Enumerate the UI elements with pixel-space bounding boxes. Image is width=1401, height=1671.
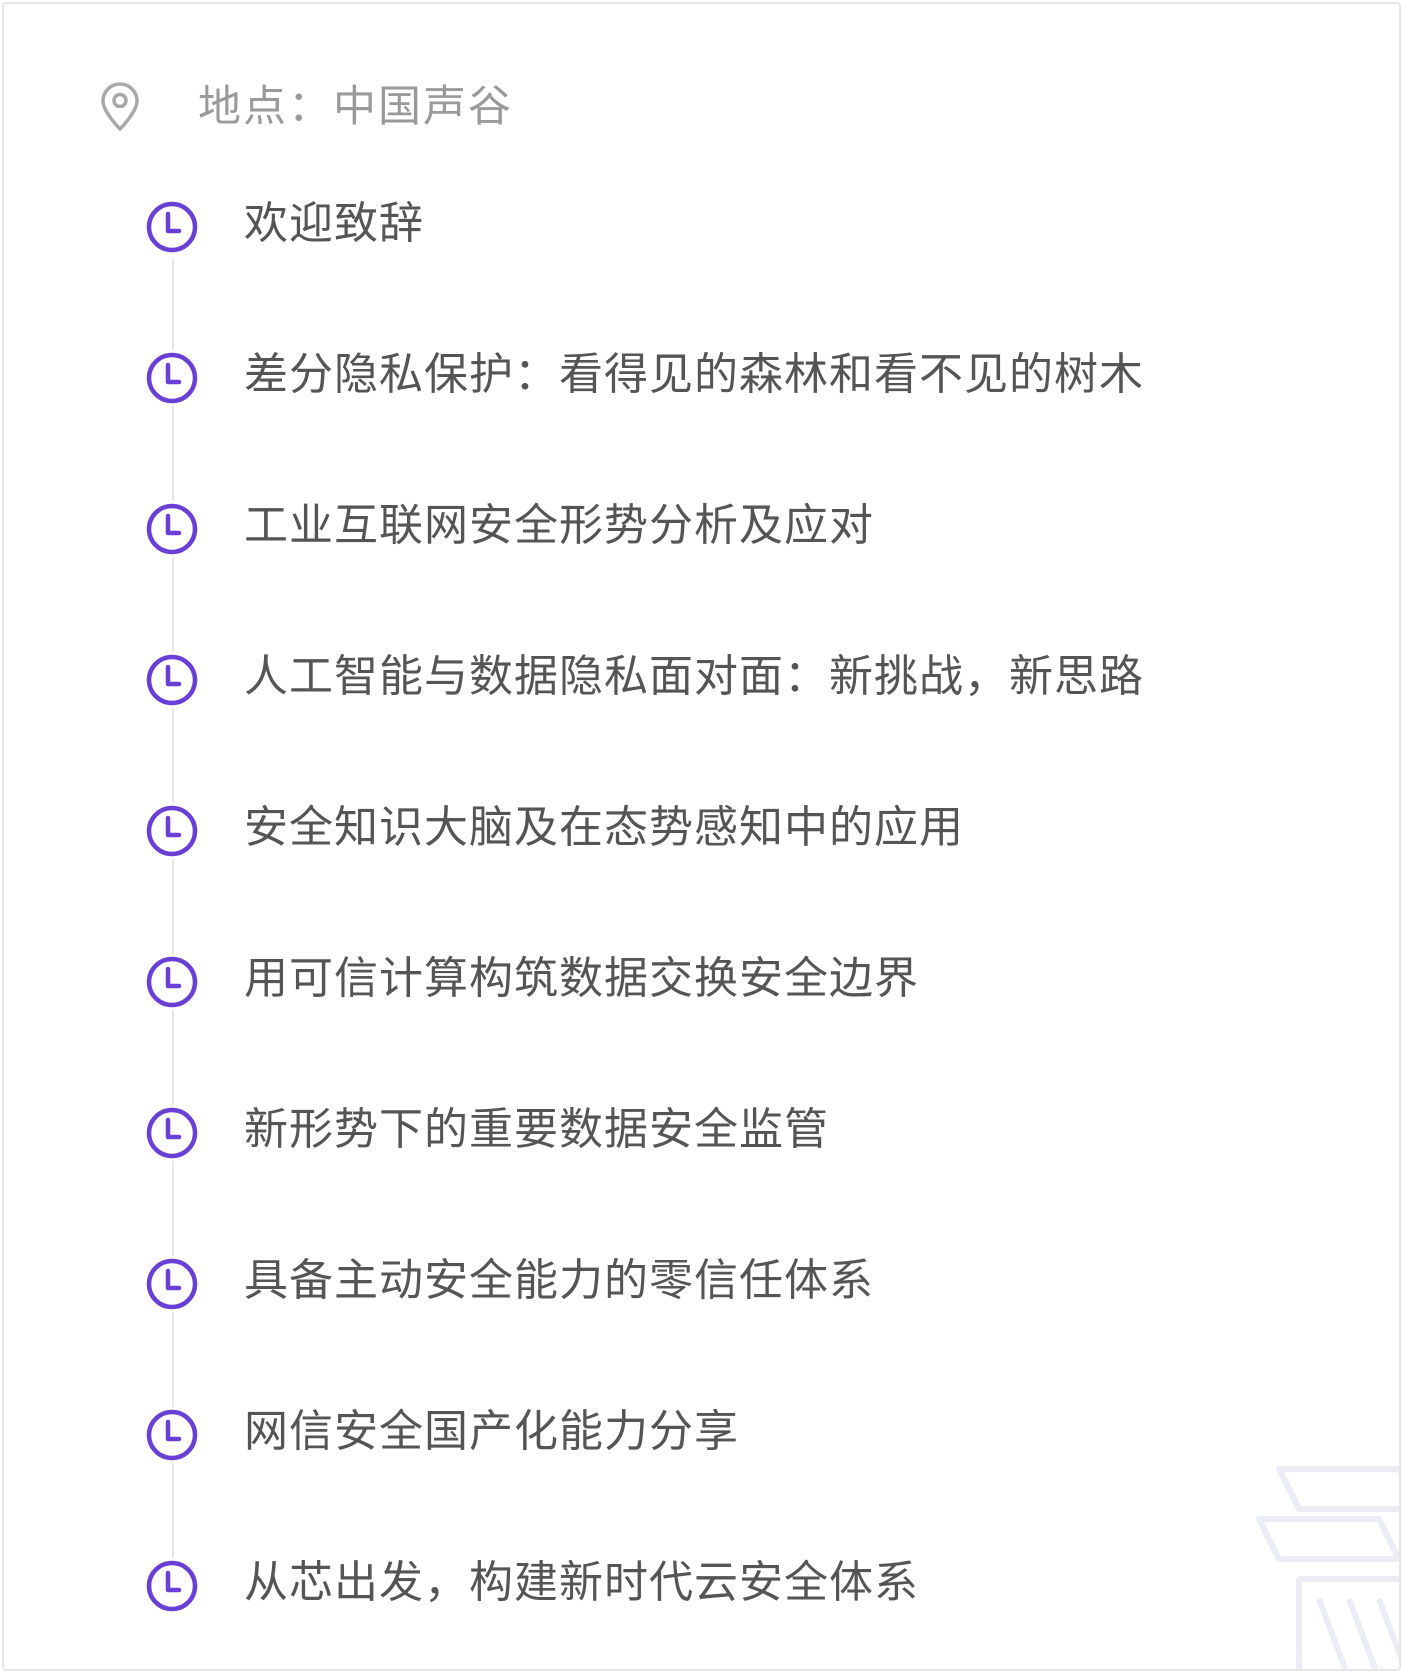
agenda-item: 网信安全国产化能力分享 (144, 1402, 1344, 1553)
agenda-item-title: 欢迎致辞 (244, 198, 424, 249)
agenda-item: 欢迎致辞 (144, 194, 1344, 345)
clock-icon (144, 501, 200, 557)
clock-icon (144, 1256, 200, 1312)
clock-icon (144, 803, 200, 859)
agenda-item-title: 人工智能与数据隐私面对面：新挑战，新思路 (244, 651, 1144, 702)
agenda-item-title: 安全知识大脑及在态势感知中的应用 (244, 802, 964, 853)
clock-icon (144, 199, 200, 255)
watermark-logo (1256, 1466, 1399, 1669)
agenda-item-title: 具备主动安全能力的零信任体系 (244, 1255, 874, 1306)
agenda-item: 工业互联网安全形势分析及应对 (144, 496, 1344, 647)
agenda-list: 欢迎致辞差分隐私保护：看得见的森林和看不见的树木工业互联网安全形势分析及应对人工… (144, 194, 1344, 1669)
clock-icon (144, 954, 200, 1010)
agenda-item: 用可信计算构筑数据交换安全边界 (144, 949, 1344, 1100)
agenda-item-title: 新形势下的重要数据安全监管 (244, 1104, 829, 1155)
agenda-item-title: 差分隐私保护：看得见的森林和看不见的树木 (244, 349, 1144, 400)
agenda-item: 具备主动安全能力的零信任体系 (144, 1251, 1344, 1402)
clock-icon (144, 1105, 200, 1161)
agenda-item: 从芯出发，构建新时代云安全体系 (144, 1553, 1344, 1669)
agenda-item-title: 用可信计算构筑数据交换安全边界 (244, 953, 919, 1004)
clock-icon (144, 350, 200, 406)
agenda-item-title: 从芯出发，构建新时代云安全体系 (244, 1557, 919, 1608)
agenda-item: 安全知识大脑及在态势感知中的应用 (144, 798, 1344, 949)
agenda-item: 人工智能与数据隐私面对面：新挑战，新思路 (144, 647, 1344, 798)
agenda-item: 差分隐私保护：看得见的森林和看不见的树木 (144, 345, 1344, 496)
timeline-line (172, 259, 174, 1579)
location-row: 地点：中国声谷 (96, 76, 513, 138)
clock-icon (144, 652, 200, 708)
agenda-item-title: 工业互联网安全形势分析及应对 (244, 500, 874, 551)
clock-icon (144, 1407, 200, 1463)
location-pin-icon (96, 79, 144, 135)
agenda-item-title: 网信安全国产化能力分享 (244, 1406, 739, 1457)
location-text: 地点：中国声谷 (198, 82, 513, 132)
agenda-item: 新形势下的重要数据安全监管 (144, 1100, 1344, 1251)
clock-icon (144, 1558, 200, 1614)
